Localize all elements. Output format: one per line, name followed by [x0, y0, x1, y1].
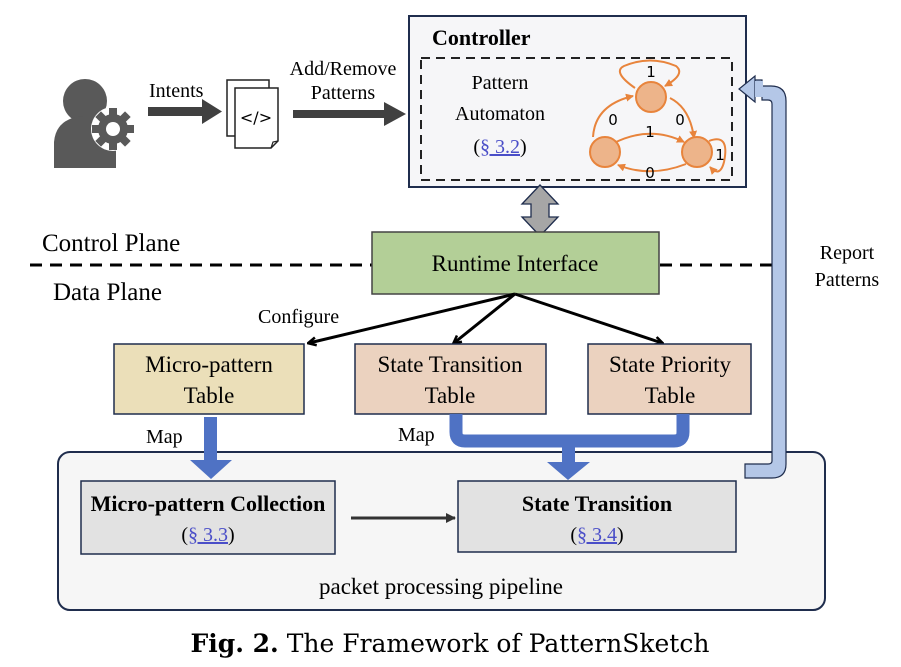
map-arrow-micro	[190, 417, 232, 479]
report-patterns-arrow	[744, 79, 787, 479]
transition-right-left	[617, 163, 687, 173]
transition-left-right	[613, 132, 685, 144]
automaton-label-2: Automaton	[455, 103, 545, 125]
state-right	[681, 136, 713, 168]
configure-arrow-priority	[514, 292, 662, 343]
map-arrow-transition-priority	[449, 414, 690, 480]
intents-arrow	[148, 99, 222, 124]
runtime-interface-box	[371, 231, 660, 295]
report-label-2: Patterns	[815, 269, 880, 291]
svg-text:(§ 3.4): (§ 3.4)	[570, 524, 623, 546]
svg-text:Micro-pattern: Micro-pattern	[145, 352, 273, 377]
stage-state-transition: State Transition (§ 3.4)	[457, 480, 737, 553]
add-remove-arrow	[293, 102, 406, 126]
configure-arrow-transition	[454, 292, 516, 343]
automaton-ref: (§ 3.2)	[473, 136, 526, 158]
data-plane-label: Data Plane	[53, 279, 162, 306]
label-left-right: 1	[645, 123, 655, 141]
state-priority-table: State Priority Table	[587, 343, 752, 415]
svg-text:State Transition: State Transition	[522, 491, 672, 516]
transition-left-top	[592, 93, 634, 138]
svg-text:State Priority: State Priority	[609, 352, 732, 377]
state-transition-table: State Transition Table	[354, 343, 547, 415]
svg-text:Table: Table	[184, 383, 235, 408]
code-glyph: </>	[240, 108, 272, 127]
automaton-label-1: Pattern	[472, 72, 529, 94]
label-right-left: 0	[645, 164, 655, 182]
micro-pattern-table: Micro-pattern Table	[113, 343, 305, 415]
label-left-top: 0	[608, 111, 618, 129]
report-label-1: Report	[820, 242, 875, 264]
section-link-3-2[interactable]: § 3.2	[480, 136, 520, 158]
pattern-automaton: 1 0 0 1 0 1	[589, 59, 727, 182]
state-top	[635, 81, 667, 113]
stage-micro-pattern-collection: Micro-pattern Collection (§ 3.3)	[80, 480, 336, 555]
bidirectional-arrow	[520, 184, 560, 237]
add-remove-label-2: Patterns	[311, 82, 376, 104]
section-link-3-3[interactable]: § 3.3	[188, 524, 228, 546]
intents-label: Intents	[149, 80, 204, 102]
section-link-3-4[interactable]: § 3.4	[577, 524, 617, 546]
svg-text:Micro-pattern Collection: Micro-pattern Collection	[91, 491, 326, 516]
configure-label: Configure	[258, 306, 339, 328]
add-remove-label-1: Add/Remove	[290, 58, 397, 80]
label-top-self: 1	[646, 63, 656, 81]
configure-arrow-micro	[309, 292, 516, 343]
svg-text:Table: Table	[645, 383, 696, 408]
figure-caption: Fig. 2. The Framework of PatternSketch	[191, 629, 710, 658]
controller-title: Controller	[432, 25, 531, 50]
map-label-transition: Map	[398, 424, 435, 446]
label-right-self: 1	[715, 146, 725, 164]
transition-right-self	[708, 138, 727, 175]
svg-text:State Transition: State Transition	[377, 352, 523, 377]
transition-top-self	[618, 59, 681, 89]
control-plane-label: Control Plane	[42, 230, 180, 257]
pipeline-label: packet processing pipeline	[319, 574, 563, 599]
user-gear-icon	[54, 79, 135, 168]
svg-text:(§ 3.3): (§ 3.3)	[181, 524, 234, 546]
runtime-interface-label: Runtime Interface	[432, 251, 599, 276]
transition-top-right	[669, 97, 698, 139]
label-top-right: 0	[675, 111, 685, 129]
svg-text:Table: Table	[425, 383, 476, 408]
map-label-micro: Map	[146, 426, 183, 448]
state-left	[589, 136, 621, 168]
code-document-icon: </>	[226, 79, 279, 149]
report-arrow-joint	[755, 81, 763, 97]
automaton-dashed-box	[420, 57, 733, 181]
